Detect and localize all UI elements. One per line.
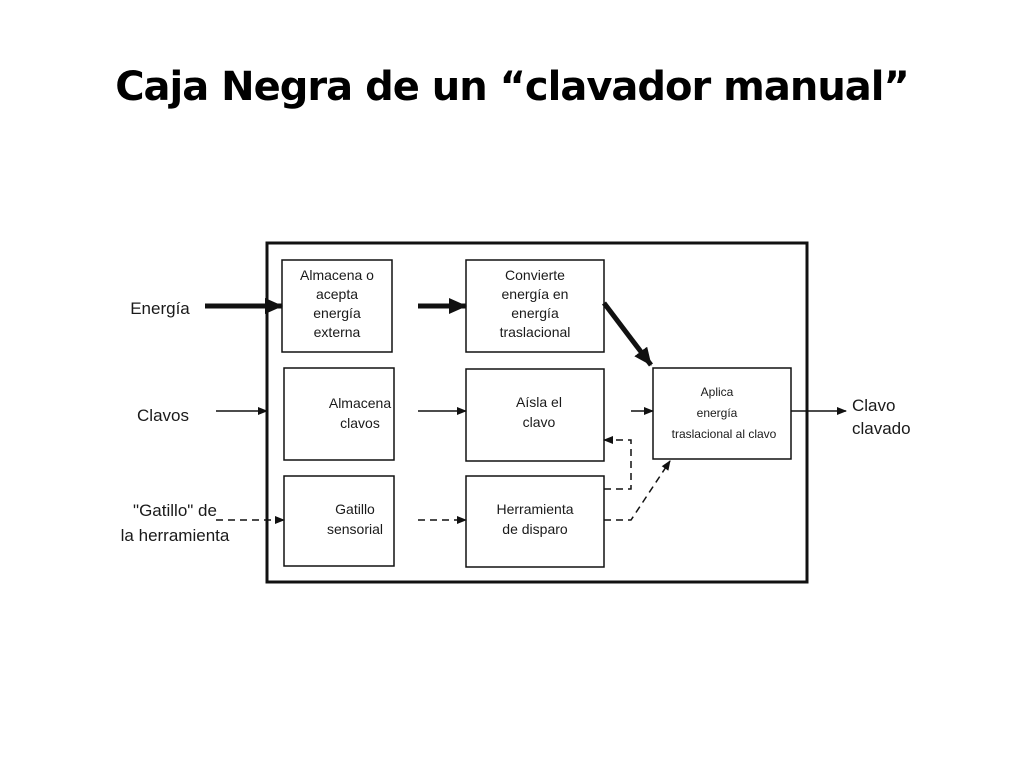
box-herramienta (465, 475, 605, 568)
box-almacena-clavos-line2: clavos (340, 415, 380, 431)
box-almacena-energia (281, 259, 393, 353)
box-convierte-line4: traslacional (500, 324, 571, 340)
label-clavos: Clavos (137, 406, 189, 425)
box-aplica-line2: energía (697, 406, 738, 420)
box-almacena-clavos (283, 367, 395, 461)
arrow-herramienta-aisla (603, 436, 632, 490)
box-almacena-energia-line4: externa (314, 324, 361, 340)
box-almacena-clavos-line1: Almacena (329, 395, 391, 411)
label-energia: Energía (130, 299, 190, 318)
box-aisla-line2: clavo (523, 414, 556, 430)
box-aplica-line3: traslacional al clavo (672, 427, 777, 441)
box-almacena-energia-line3: energía (313, 305, 361, 321)
box-convierte-line1: Convierte (505, 267, 565, 283)
box-herramienta-line1: Herramienta (496, 501, 573, 517)
box-convierte (465, 259, 605, 353)
slide-title: Caja Negra de un “clavador manual” (115, 64, 910, 110)
arrow-convierte-aplica (602, 301, 653, 367)
box-gatillo-sensorial (283, 475, 395, 567)
box-almacena-energia-line2: acepta (316, 286, 358, 302)
box-convierte-line3: energía (511, 305, 559, 321)
box-convierte-line2: energía en (502, 286, 569, 302)
label-gatillo-line1: "Gatillo" de (133, 501, 217, 520)
box-aplica-line1: Aplica (701, 385, 734, 399)
box-almacena-energia-line1: Almacena o (300, 267, 374, 283)
box-aisla (465, 368, 605, 462)
box-herramienta-line2: de disparo (502, 521, 568, 537)
box-gatillo-sensorial-line1: Gatillo (335, 501, 375, 517)
label-output-line2: clavado (852, 419, 911, 438)
box-gatillo-sensorial-line2: sensorial (327, 521, 383, 537)
arrow-herramienta-aplica (604, 460, 671, 521)
label-output-line1: Clavo (852, 396, 895, 415)
label-gatillo-line2: la herramienta (121, 526, 230, 545)
box-aplica (652, 367, 792, 460)
box-aisla-line1: Aísla el (516, 394, 562, 410)
